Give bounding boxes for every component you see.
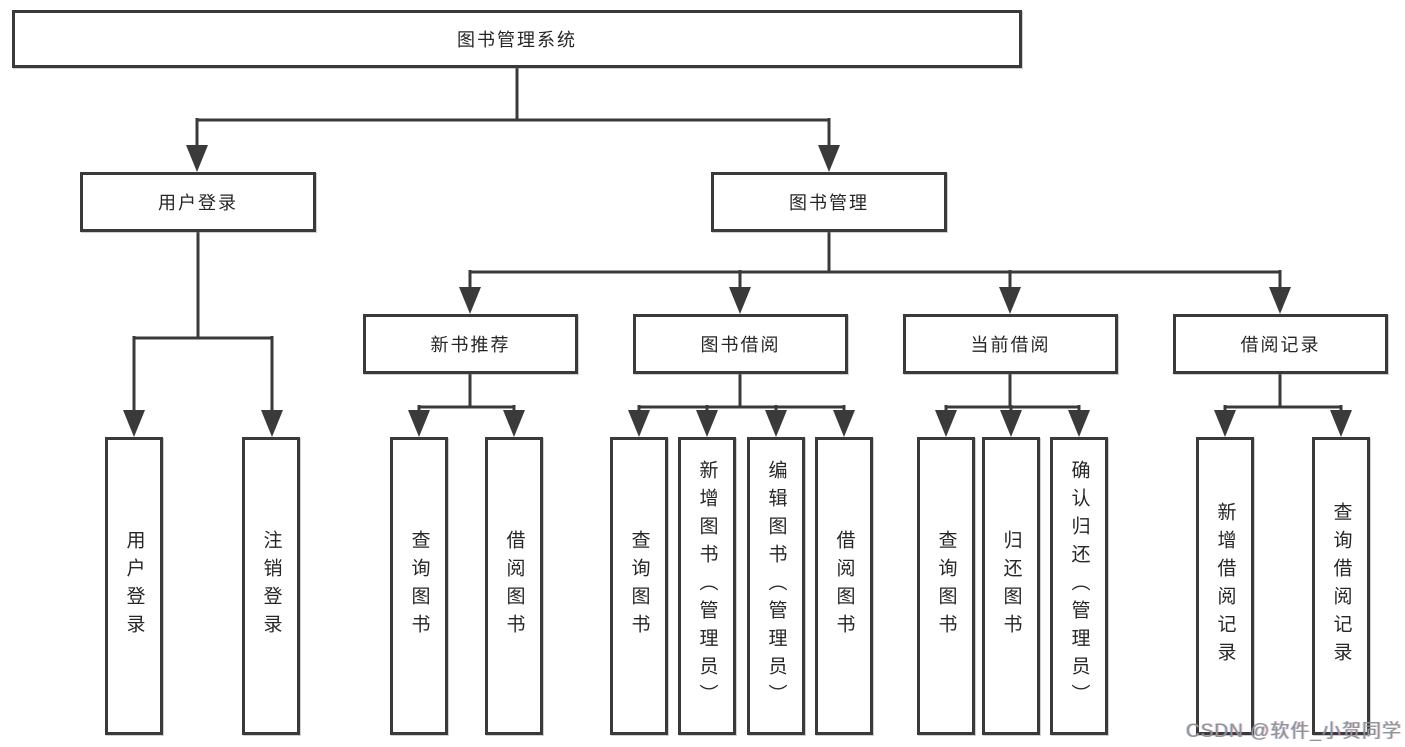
arrowhead-icon: [1330, 410, 1352, 437]
arrowhead-icon: [696, 410, 718, 437]
connector-root-to-level1: [195, 68, 831, 150]
connector-record-to-leaves: [1223, 374, 1343, 415]
connector-mgmt-to-level2: [468, 232, 1282, 292]
leaf-query-books: 查询图书: [390, 437, 448, 735]
connector-login-to-leaves: [132, 232, 274, 414]
connector-newbook-to-leaves: [417, 374, 516, 415]
leaf-return-books: 归还图书: [982, 437, 1040, 735]
arrowhead-icon: [818, 145, 840, 172]
node-book-borrowing: 图书借阅: [633, 314, 848, 374]
node-current-borrowing: 当前借阅: [903, 314, 1118, 374]
arrowhead-icon: [123, 410, 145, 437]
arrowhead-icon: [1068, 410, 1090, 437]
node-user-login: 用户登录: [80, 172, 316, 232]
arrowhead-icon: [1214, 410, 1236, 437]
arrowhead-icon: [1269, 287, 1291, 314]
arrowhead-icon: [1000, 410, 1022, 437]
arrowhead-icon: [765, 410, 787, 437]
arrowhead-icon: [628, 410, 650, 437]
leaf-query-borrow-record: 查询借阅记录: [1312, 437, 1370, 735]
csdn-watermark: CSDN @软件_小贺同学: [1186, 721, 1402, 742]
arrowhead-icon: [729, 287, 751, 314]
leaf-logout: 注销登录: [242, 437, 300, 735]
leaf-add-borrow-record: 新增借阅记录: [1196, 437, 1254, 735]
node-borrowing-records: 借阅记录: [1173, 314, 1388, 374]
arrowhead-icon: [459, 287, 481, 314]
node-library-management-system: 图书管理系统: [12, 10, 1022, 68]
node-new-book-recommendation: 新书推荐: [363, 314, 578, 374]
arrowhead-icon: [186, 145, 208, 172]
arrowhead-icon: [935, 410, 957, 437]
leaf-edit-books-admin: 编辑图书（管理员）: [747, 437, 805, 735]
arrowheads: [123, 145, 1352, 437]
leaf-query-books: 查询图书: [917, 437, 975, 735]
arrowhead-icon: [503, 410, 525, 437]
leaf-borrow-books: 借阅图书: [485, 437, 543, 735]
leaf-borrow-books: 借阅图书: [815, 437, 873, 735]
leaf-confirm-return-admin: 确认归还（管理员）: [1050, 437, 1108, 735]
connector-borrow-to-leaves: [637, 374, 846, 415]
leaf-user-login: 用户登录: [105, 437, 163, 735]
connector-current-to-leaves: [944, 374, 1081, 415]
leaf-query-books: 查询图书: [610, 437, 668, 735]
node-book-management: 图书管理: [711, 172, 947, 232]
leaf-add-books-admin: 新增图书（管理员）: [678, 437, 736, 735]
arrowhead-icon: [833, 410, 855, 437]
arrowhead-icon: [408, 410, 430, 437]
arrowhead-icon: [261, 410, 283, 437]
arrowhead-icon: [999, 287, 1021, 314]
